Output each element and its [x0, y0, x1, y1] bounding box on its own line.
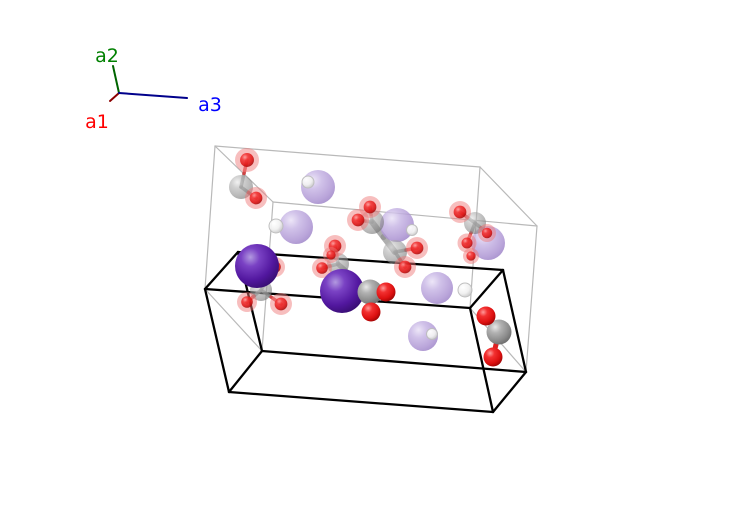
atom-oxygen: [453, 205, 467, 219]
cell-edge: [204, 145, 216, 290]
atom-oxygen: [410, 241, 424, 255]
atom-carbon: [360, 210, 384, 234]
atom-carbon: [486, 319, 512, 345]
atom-potassium: [320, 269, 364, 313]
cell-edge: [204, 288, 263, 352]
axis-label-a3: a3: [198, 94, 222, 116]
atom-oxygen: [351, 213, 365, 227]
atom-hydrogen: [406, 224, 418, 236]
atom-oxygen: [363, 200, 377, 214]
atom-hydrogen: [457, 282, 473, 298]
atom-carbon: [357, 279, 383, 305]
atom-hydrogen: [268, 218, 284, 234]
atom-hydrogen: [301, 175, 315, 189]
atom-oxygen: [274, 297, 288, 311]
cell-edge: [203, 250, 240, 291]
cell-edge: [214, 145, 481, 168]
atom-oxygen: [328, 239, 342, 253]
cell-edge: [236, 250, 505, 272]
atom-oxygen: [398, 260, 412, 274]
axis-orientation-widget: a1 a2 a3: [85, 45, 222, 133]
opaque-atoms-group: [235, 244, 512, 367]
axis-line-a2: [112, 65, 120, 94]
cell-edge: [227, 390, 495, 414]
atom-oxygen: [326, 250, 336, 260]
axis-line-a1: [109, 92, 120, 102]
translucent-atoms-group: [229, 148, 505, 351]
atom-oxygen: [483, 347, 503, 367]
cell-edge: [525, 225, 538, 373]
cell-edge: [479, 166, 538, 227]
axis-lines: [109, 65, 188, 102]
cell-edge: [501, 268, 528, 374]
atom-oxygen: [361, 302, 381, 322]
cell-edge: [260, 349, 528, 374]
atom-oxygen: [481, 227, 493, 239]
atom-oxygen: [466, 251, 476, 261]
atom-carbon: [464, 212, 486, 234]
axis-label-a1: a1: [85, 111, 109, 133]
cell-edge: [468, 306, 495, 414]
cell-edge: [468, 268, 505, 310]
cell-edge: [203, 287, 231, 394]
atom-oxygen: [476, 306, 496, 326]
atom-carbon: [383, 240, 407, 264]
atom-hydrogen: [426, 328, 438, 340]
atom-potassium: [471, 226, 505, 260]
atom-potassium: [421, 272, 453, 304]
atom-oxygen: [461, 237, 473, 249]
axis-label-a2: a2: [95, 45, 119, 67]
atom-oxygen: [241, 296, 253, 308]
cell-edge: [491, 370, 528, 414]
atom-oxygen: [249, 191, 263, 205]
atom-oxygen: [316, 262, 328, 274]
atom-oxygen: [240, 153, 254, 167]
axis-line-a3: [118, 92, 188, 99]
atom-potassium: [235, 244, 279, 288]
atom-oxygen: [376, 282, 396, 302]
atom-carbon: [229, 175, 253, 199]
cell-edge: [227, 349, 264, 394]
atom-potassium: [279, 210, 313, 244]
atom-potassium: [380, 208, 414, 242]
